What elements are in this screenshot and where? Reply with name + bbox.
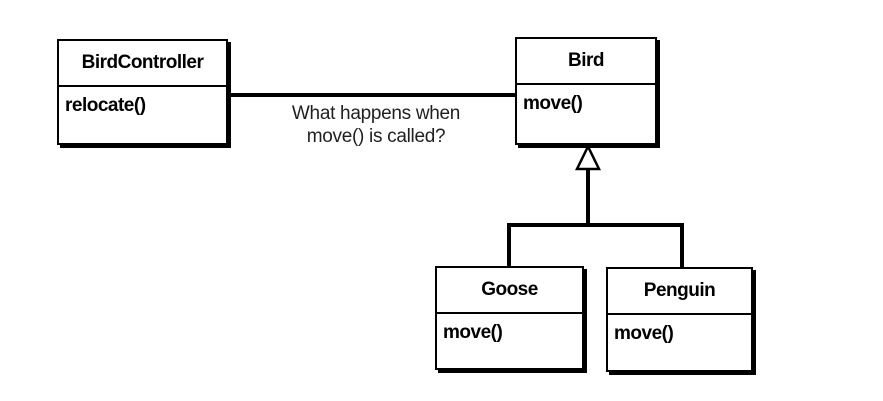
class-body-birdcontroller: relocate() — [59, 87, 226, 125]
class-header-penguin: Penguin — [608, 269, 751, 315]
penguin-branch-line — [680, 223, 684, 267]
annotation-line-1: What happens when — [291, 103, 461, 124]
class-method-goose-move: move() — [443, 322, 503, 343]
class-method-bird-move: move() — [523, 93, 583, 114]
class-method-penguin-move: move() — [614, 323, 674, 344]
generalization-stem-line — [586, 168, 590, 225]
class-body-penguin: move() — [608, 315, 751, 353]
class-name-goose: Goose — [481, 279, 538, 300]
class-body-goose: move() — [437, 314, 582, 352]
generalization-arrowhead-icon — [574, 144, 602, 171]
class-box-bird: Bird move() — [515, 37, 657, 145]
goose-branch-line — [507, 223, 511, 266]
class-name-bird: Bird — [568, 50, 605, 71]
class-name-penguin: Penguin — [643, 280, 716, 301]
association-annotation: What happens when move() is called? — [266, 102, 486, 148]
class-name-birdcontroller: BirdController — [81, 52, 204, 73]
association-line-birdcontroller-bird — [228, 93, 515, 97]
class-box-birdcontroller: BirdController relocate() — [57, 39, 228, 145]
class-box-penguin: Penguin move() — [606, 267, 753, 372]
class-body-bird: move() — [517, 85, 655, 123]
class-method-relocate: relocate() — [65, 95, 146, 116]
class-box-goose: Goose move() — [435, 266, 584, 370]
class-header-bird: Bird — [517, 39, 655, 85]
generalization-crossbar-line — [507, 223, 684, 227]
class-header-goose: Goose — [437, 268, 582, 314]
annotation-line-2: move() is called? — [306, 126, 446, 147]
class-header-birdcontroller: BirdController — [59, 41, 226, 87]
